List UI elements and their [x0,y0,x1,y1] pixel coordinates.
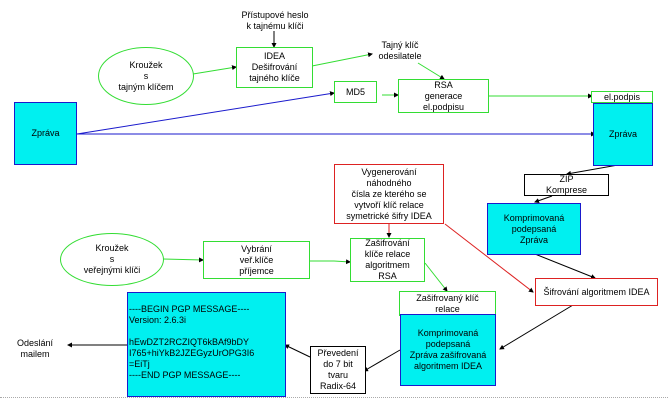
edge-comp-to-idea [534,253,596,279]
pgp-message-box: ----BEGIN PGP MESSAGE---- Version: 2.6.3… [127,292,286,397]
bottom-divider [0,397,668,398]
edge-msg-to-md5 [76,91,335,135]
edge-zip-to-comp [534,195,553,204]
random-key-box: Vygenerování náhodného čísla ze kterého … [334,164,444,224]
public-keyring: Kroužek s veřejnými klíči [60,233,164,286]
edge-secret-to-rsa [417,62,445,80]
edge-select-to-rsa [310,259,351,265]
edge-ring-to-idea [192,65,237,75]
edge-msg-to-zip [566,164,619,176]
passphrase-label: Přístupové heslo k tajnému klíči [241,10,309,31]
edge-rsa-to-enckey [424,262,448,292]
rsa-sign-box: RSA generace el.podpisu [398,79,489,113]
edge-ring-to-select [162,257,204,263]
idea-encrypt-box: Šifrování algoritmem IDEA [535,278,658,306]
signature-box: el.podpis [591,91,653,103]
encrypted-message: Komprimovaná podepsaná Zpráva zašifrovan… [400,314,496,386]
send-mail-label: Odeslání mailem [16,338,54,359]
rsa-encrypt-box: Zašifrování klíče relace algoritmem RSA [350,238,425,282]
secret-keyring: Kroužek s tajným klíčem [98,47,194,105]
sender-secret-key-label: Tajný klíč odesilatele [378,40,422,61]
message-left: Zpráva [14,102,77,165]
compressed-message: Komprimovaná podepsaná Zpráva [487,203,581,255]
edge-radix-to-pgp [284,344,311,358]
idea-decrypt-box: IDEA Dešifrování tajného klíče [236,47,313,88]
md5-box: MD5 [334,81,377,103]
radix64-box: Převedení do 7 bit tvaru Radix-64 [310,346,366,394]
zip-box: ZIP Komprese [524,174,609,196]
edge-encmsg-to-radix [363,349,401,372]
edge-random-to-idea [444,223,534,293]
encrypted-key-box: Zašifrovaný klíč relace [399,291,496,316]
select-key-box: Vybrání veř.klíče příjemce [203,241,310,279]
edge-idea-to-encmsg [499,304,574,350]
message-right: Zpráva [593,103,653,166]
edge-idea-to-secret [311,52,373,67]
